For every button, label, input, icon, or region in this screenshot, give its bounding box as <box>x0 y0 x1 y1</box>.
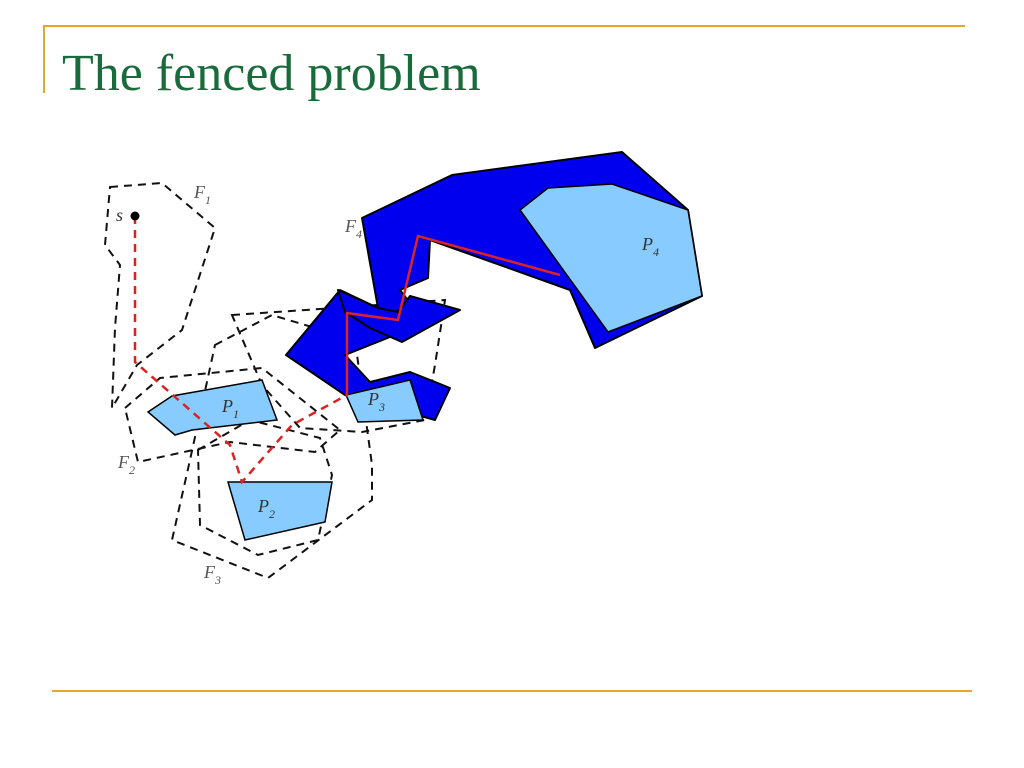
label-p2: P2 <box>257 496 275 521</box>
polygon-p4 <box>518 183 703 333</box>
label-f1: F1 <box>193 182 211 207</box>
fence-f1 <box>103 181 217 409</box>
path-solid <box>345 234 561 395</box>
polygon-p1 <box>146 379 279 436</box>
fence-f3 <box>170 313 373 580</box>
fence-f2 <box>123 366 342 464</box>
polygon-p3 <box>344 379 425 423</box>
start-point <box>130 211 140 221</box>
bottom-rule <box>52 690 972 692</box>
label-p4: P4 <box>641 234 659 259</box>
label-p1: P1 <box>221 396 239 421</box>
path-dashed <box>133 216 348 485</box>
polygon-p2 <box>226 481 333 541</box>
fence-outer-p2 <box>196 418 334 557</box>
start-label: s <box>116 205 123 225</box>
label-f3: F3 <box>203 562 221 587</box>
label-f4: F4 <box>344 216 362 241</box>
title-top-rule <box>43 25 965 27</box>
label-p3: P3 <box>367 389 385 414</box>
slide-title: The fenced problem <box>62 45 481 102</box>
title-left-rule <box>43 25 45 93</box>
label-f2: F2 <box>117 452 135 477</box>
